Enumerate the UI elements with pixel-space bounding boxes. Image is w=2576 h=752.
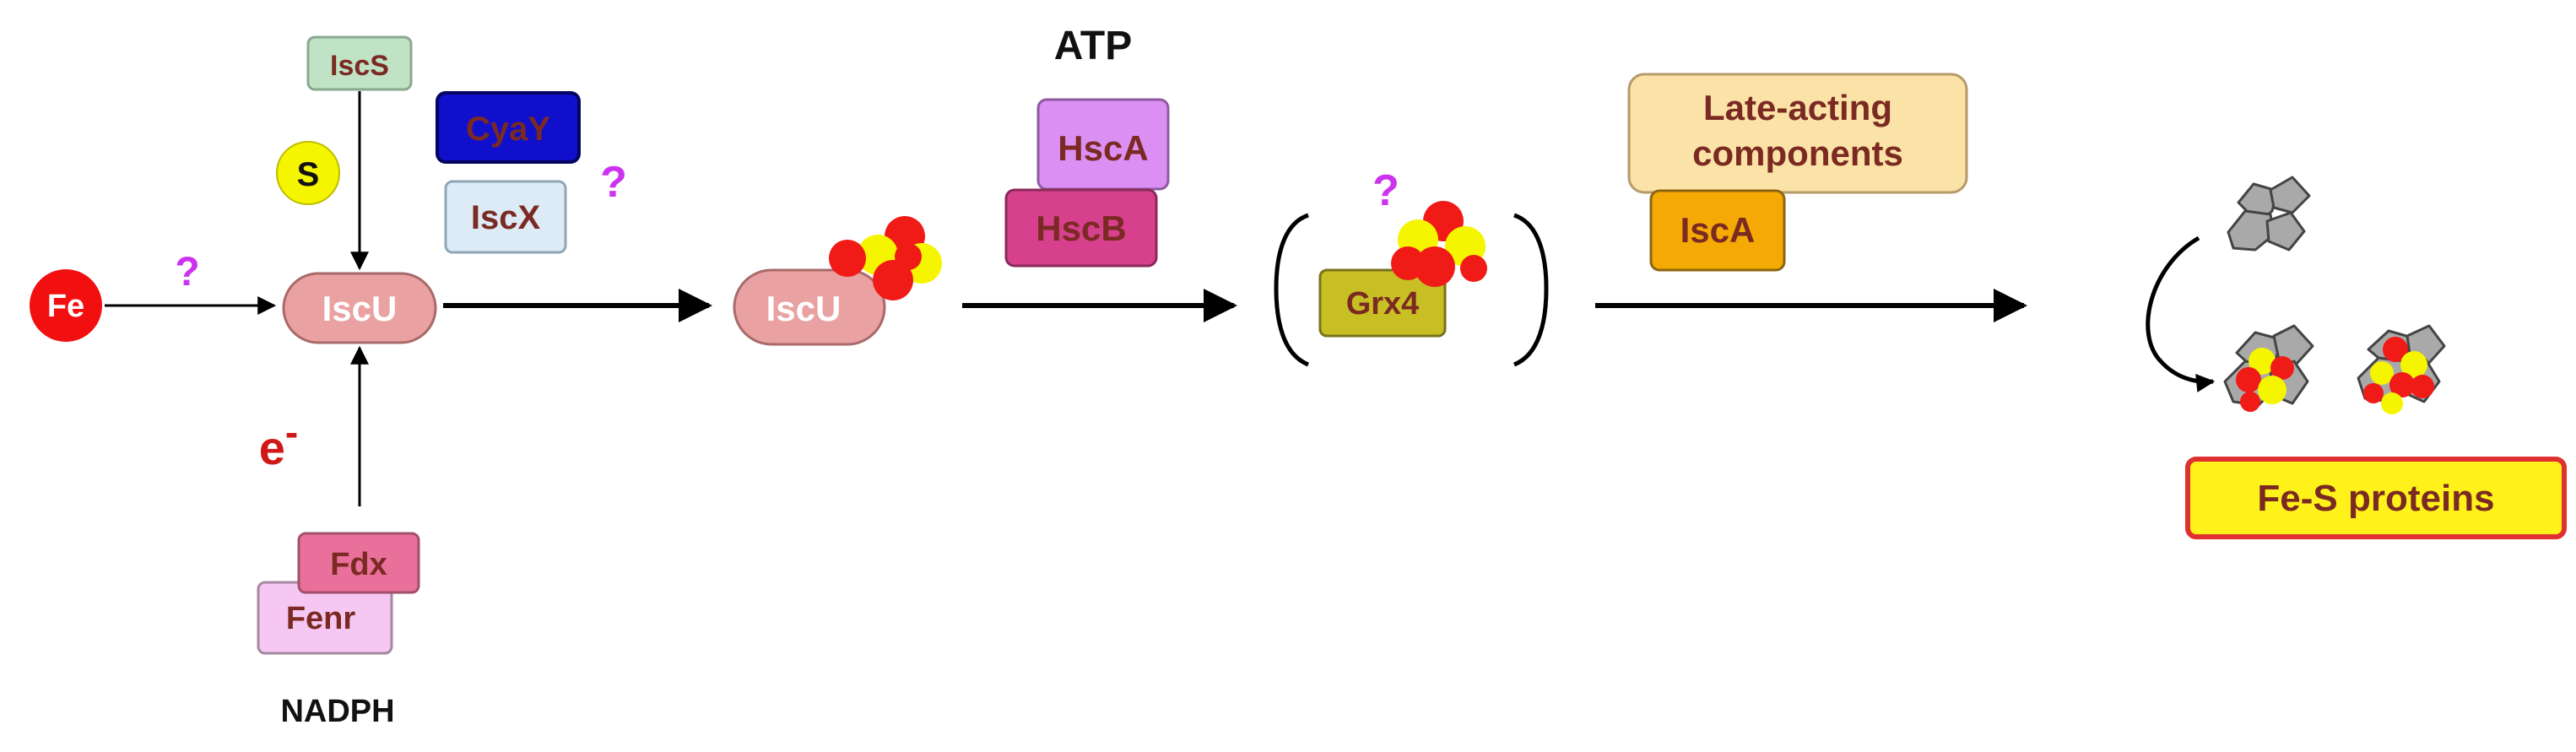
cyay-iscx-question-mark: ? [600,158,627,207]
atp-label: ATP [1054,24,1132,68]
sulfur-node [276,141,340,205]
iscx-label: IscX [471,199,541,236]
grx4-fe-s-cluster-icon [1391,201,1487,287]
fenr-label: Fenr [286,601,356,636]
grx4-question-mark: ? [1372,166,1399,215]
left-bracket [1274,213,1310,367]
iscu-holo-node [733,268,886,346]
cyay-box [436,91,581,164]
isca-box [1649,189,1786,272]
fe-node [30,269,102,342]
fe-s-proteins-box [2185,457,2567,539]
fdx-label: Fdx [330,547,387,582]
late-acting-label-line2: components [1692,133,1903,173]
iscs-label: IscS [330,50,389,82]
fe-question-mark: ? [175,250,199,295]
right-bracket [1513,213,1549,367]
fdx-box [297,532,420,594]
late-acting-label-line1: Late-acting [1703,88,1892,127]
fe-label: Fe [47,289,84,324]
sulfur-label: S [297,156,320,193]
holo-protein-2-icon [2357,324,2446,414]
iscu-apo-node [282,272,437,344]
maturation-curved-arrow [2146,235,2216,392]
electron-label: e- [259,410,298,474]
grx4-box [1318,268,1447,338]
late-acting-box [1627,73,1968,194]
hscb-box [1004,188,1158,268]
grx4-label: Grx4 [1346,286,1420,322]
apo-protein-icon [2227,176,2311,252]
fe-s-proteins-label: Fe-S proteins [2257,478,2494,519]
hscb-label: HscB [1036,208,1126,248]
hsca-label: HscA [1058,128,1148,168]
iscu-apo-label: IscU [322,289,398,328]
iscx-box [444,180,567,254]
isca-label: IscA [1680,210,1756,250]
iscs-box [306,35,413,91]
iscu-holo-label: IscU [766,289,842,328]
iscu-fe-s-cluster-icon [829,216,942,300]
holo-protein-1-icon [2223,324,2314,412]
cyay-label: CyaY [466,111,550,148]
nadph-label: NADPH [280,694,394,729]
